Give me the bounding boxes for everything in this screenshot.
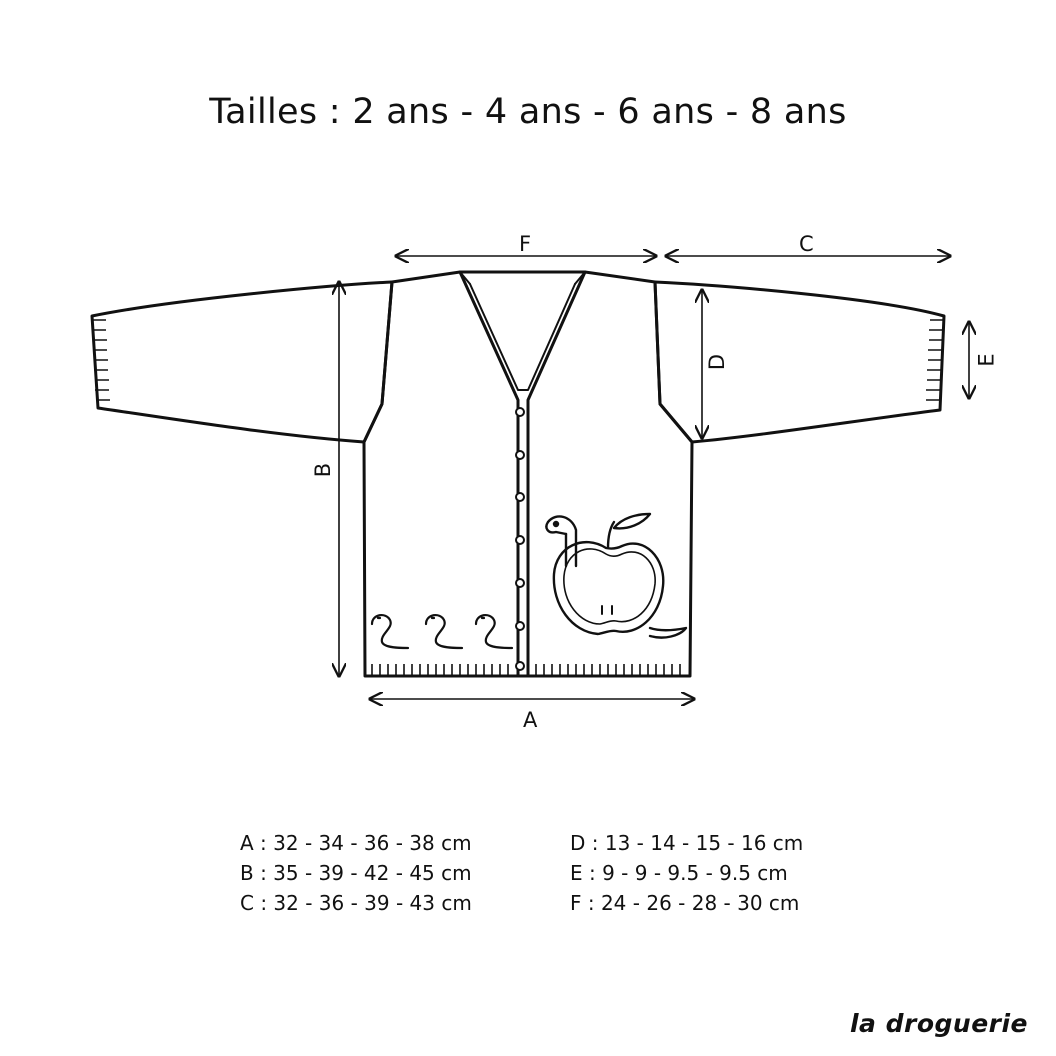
button [515, 407, 525, 417]
worm-icon [474, 614, 514, 650]
measurement-d: D : 13 - 14 - 15 - 16 cm [570, 831, 804, 855]
button [515, 492, 525, 502]
neckline-inner [469, 283, 576, 391]
button [515, 578, 525, 588]
worm-motifs [370, 614, 514, 650]
measurements-right: D : 13 - 14 - 15 - 16 cm E : 9 - 9 - 9.5… [570, 828, 803, 918]
measurement-f: F : 24 - 26 - 28 - 30 cm [570, 891, 800, 915]
measurements-left: A : 32 - 34 - 36 - 38 cm B : 35 - 39 - 4… [240, 828, 472, 918]
right-cuff-ribbing [926, 319, 944, 401]
label-a: A [523, 708, 538, 732]
apple-with-worm-icon [545, 512, 688, 639]
right-sleeve [653, 280, 946, 444]
cardigan-body [362, 270, 694, 678]
label-b: B [311, 462, 336, 478]
label-d: D [705, 353, 730, 371]
button [515, 535, 525, 545]
brand-logo: la droguerie [849, 1009, 1028, 1038]
label-e: E [974, 353, 999, 367]
measurement-e: E : 9 - 9 - 9.5 - 9.5 cm [570, 861, 788, 885]
ribbing [92, 319, 944, 676]
left-sleeve [90, 280, 394, 444]
label-f: F [519, 232, 532, 256]
button [515, 621, 525, 631]
worm-icon [370, 614, 410, 650]
measurement-a: A : 32 - 34 - 36 - 38 cm [240, 831, 472, 855]
worm-icon [424, 614, 464, 650]
button [515, 450, 525, 460]
label-c: C [799, 232, 814, 256]
left-cuff-ribbing [92, 319, 110, 401]
hem-ribbing [371, 664, 681, 676]
measurement-b: B : 35 - 39 - 42 - 45 cm [240, 861, 472, 885]
measurement-c: C : 32 - 36 - 39 - 43 cm [240, 891, 472, 915]
diagram-title: Tailles : 2 ans - 4 ans - 6 ans - 8 ans [209, 92, 847, 132]
button [515, 661, 525, 671]
buttons [515, 407, 525, 671]
